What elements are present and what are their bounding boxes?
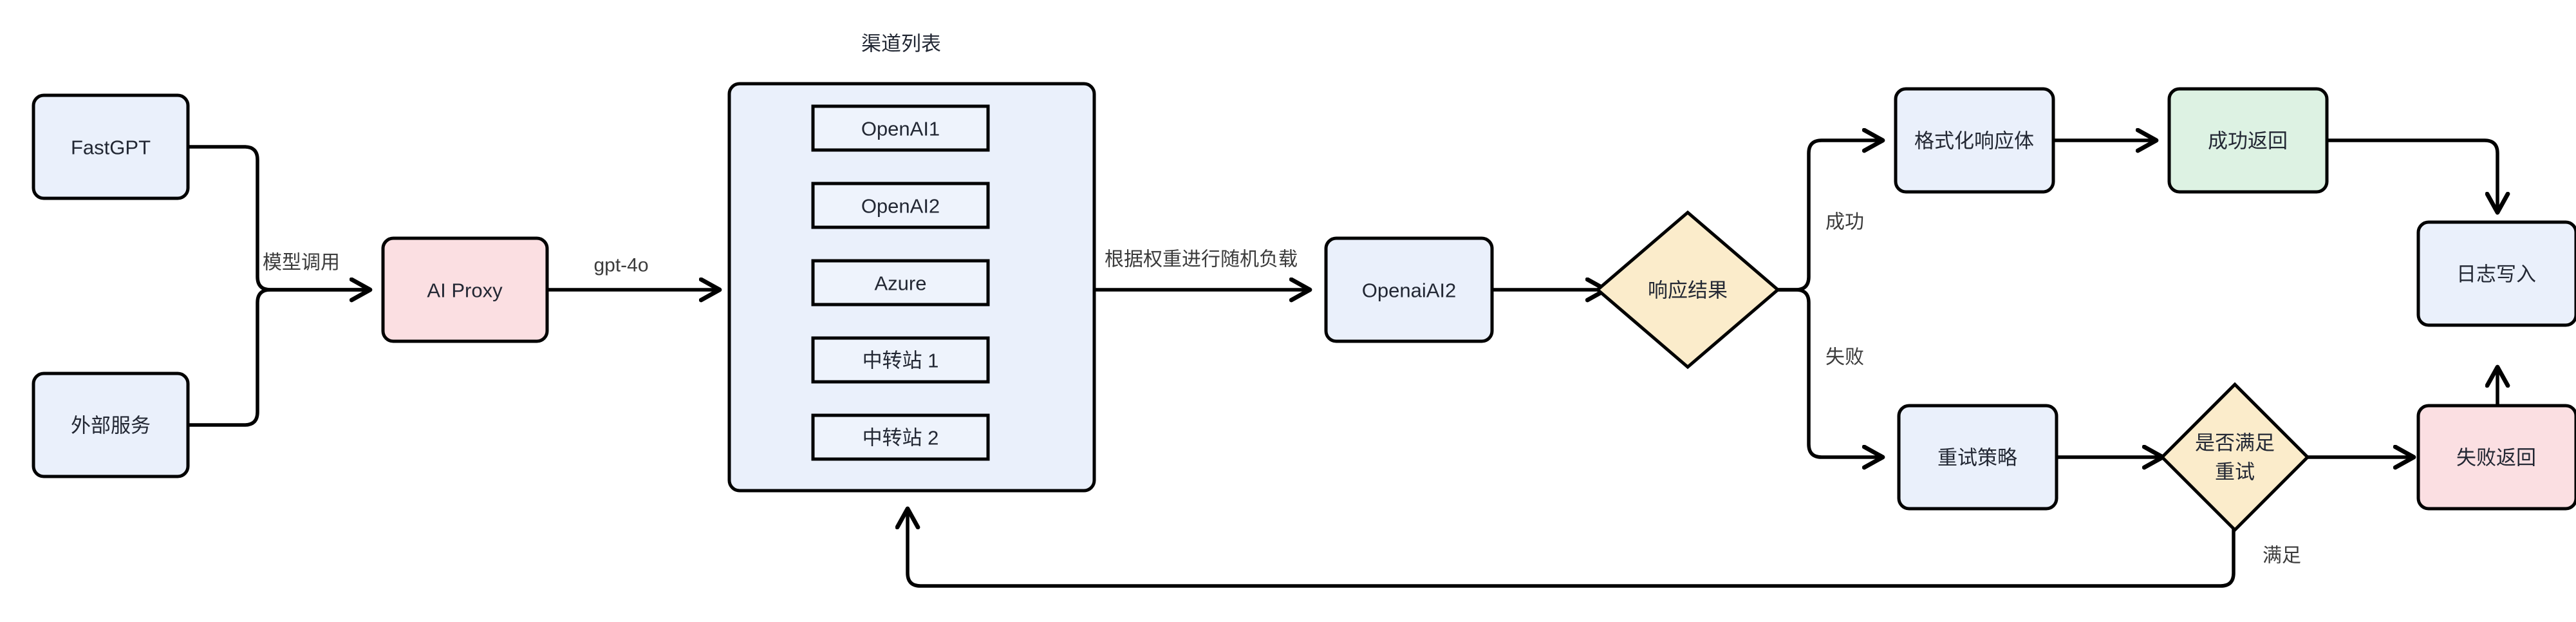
node-label-retry-policy: 重试策略: [1937, 447, 2017, 469]
edge-label-weighted-random-load: 根据权重进行随机负载: [1105, 249, 1298, 270]
node-label-fastgpt: FastGPT: [71, 137, 151, 159]
channel-item-label: 中转站 2: [863, 427, 939, 449]
node-label-log-write: 日志写入: [2456, 263, 2536, 286]
edge-label-model-call: 模型调用: [263, 252, 340, 274]
edge-external-service-to-ai-proxy: [188, 288, 370, 427]
node-label-satisfy-retry-line1: 是否满足: [2195, 432, 2275, 455]
channel-item-openai2[interactable]: OpenAI2: [811, 182, 990, 229]
node-external-service[interactable]: 外部服务: [32, 372, 190, 478]
node-label-satisfy-retry-line2: 重试: [2215, 461, 2255, 484]
channel-item-label: 中转站 1: [863, 350, 939, 372]
edge-success-return-to-log-write: [2327, 138, 2497, 212]
edge-response-result-failure: 失败: [1777, 288, 1883, 457]
channel-item-label: Azure: [875, 272, 927, 295]
node-log-write[interactable]: 日志写入: [2416, 220, 2576, 327]
node-label-ai-proxy: AI Proxy: [427, 279, 503, 302]
channel-item-relay-2[interactable]: 中转站 2: [811, 413, 990, 461]
node-label-format-response-body: 格式化响应体: [1914, 130, 2034, 153]
node-fastgpt[interactable]: FastGPT: [32, 93, 190, 200]
edge-label-failure: 失败: [1825, 347, 1864, 368]
node-channel-list-group[interactable]: OpenAI1 OpenAI2 Azure 中转站 1 中转站 2: [727, 82, 1096, 493]
channel-item-azure[interactable]: Azure: [811, 259, 990, 306]
node-response-result[interactable]: 响应结果: [1595, 210, 1780, 370]
channel-item-relay-1[interactable]: 中转站 1: [811, 336, 990, 384]
edge-satisfy-retry-loop-back: 满足: [908, 509, 2301, 588]
channel-item-openai1[interactable]: OpenAI1: [811, 104, 990, 152]
edge-response-result-success: 成功: [1777, 140, 1883, 292]
edge-label-satisfy: 满足: [2263, 545, 2301, 567]
node-label-failure-return: 失败返回: [2456, 447, 2536, 469]
edge-channel-list-to-openaiai2: 根据权重进行随机负载: [1094, 249, 1310, 290]
channel-item-label: OpenAI2: [861, 195, 940, 218]
node-format-response-body[interactable]: 格式化响应体: [1894, 87, 2055, 194]
edge-fastgpt-to-ai-proxy: 模型调用: [188, 145, 370, 290]
node-label-openaiai2: OpenaiAI2: [1362, 279, 1457, 302]
edge-ai-proxy-to-channel-list: gpt-4o: [547, 255, 720, 290]
channel-item-label: OpenAI1: [861, 118, 940, 140]
edge-label-gpt4o: gpt-4o: [593, 255, 648, 276]
node-label-success-return: 成功返回: [2208, 130, 2288, 153]
node-success-return[interactable]: 成功返回: [2167, 87, 2329, 194]
node-openaiai2[interactable]: OpenaiAI2: [1324, 236, 1494, 343]
node-ai-proxy[interactable]: AI Proxy: [381, 236, 549, 343]
node-retry-policy[interactable]: 重试策略: [1897, 404, 2058, 511]
edge-label-success: 成功: [1825, 212, 1864, 233]
node-failure-return[interactable]: 失败返回: [2416, 404, 2576, 511]
channel-list-title: 渠道列表: [861, 33, 941, 55]
node-satisfy-retry[interactable]: 是否满足 重试: [2160, 382, 2310, 532]
node-label-external-service: 外部服务: [71, 415, 151, 437]
node-label-response-result: 响应结果: [1648, 279, 1728, 302]
